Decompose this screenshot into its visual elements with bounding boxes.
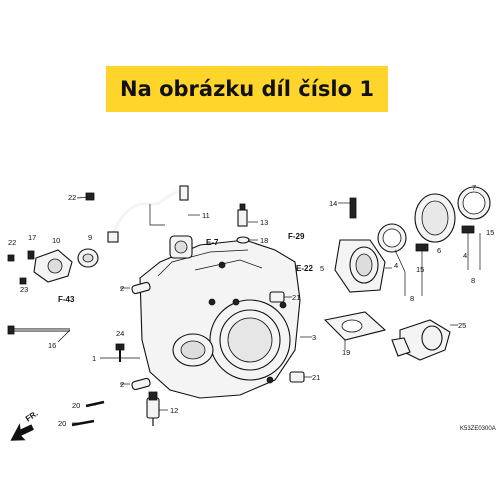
part-label: 4 <box>463 251 467 260</box>
part-label: 21 <box>312 373 320 382</box>
part-label: 8 <box>410 294 414 303</box>
thermostat-assembly <box>7 248 99 285</box>
long-bolt <box>7 325 70 335</box>
part-label: 25 <box>458 321 466 330</box>
spark-plug <box>146 391 160 426</box>
ref-e22: E-22 <box>296 264 313 273</box>
diagram-code: K53ZE0300A <box>460 426 496 432</box>
part-label: 22 <box>8 238 16 247</box>
part-label: 4 <box>394 261 398 270</box>
ref-f43: F-43 <box>58 295 75 304</box>
part-label: 3 <box>312 333 316 342</box>
part-label: 22 <box>68 193 76 202</box>
temperature-sensor <box>236 203 250 244</box>
front-arrow-label: FR. <box>24 409 40 424</box>
part-label: 18 <box>260 236 268 245</box>
part-label: 15 <box>486 228 494 237</box>
part-label: 21 <box>292 293 300 302</box>
dowel-pins <box>131 281 151 391</box>
part-label: 5 <box>320 264 324 273</box>
leader-lines <box>57 196 481 424</box>
part-label: 1 <box>92 354 96 363</box>
part-label: 19 <box>342 348 350 357</box>
part-label: 6 <box>437 246 441 255</box>
part-label: 16 <box>48 341 56 350</box>
component-25 <box>391 319 451 361</box>
part-label: 2 <box>120 284 124 293</box>
intake-insulator <box>334 186 491 293</box>
part-label: 8 <box>471 276 475 285</box>
part-label: 9 <box>88 233 92 242</box>
part-number-banner: Na obrázku díl číslo 1 <box>106 66 388 112</box>
part-label: 23 <box>20 285 28 294</box>
part-labels: 22 11 13 18 14 7 6 15 15 4 4 8 8 22 17 1… <box>8 183 494 428</box>
part-label: 12 <box>170 406 178 415</box>
bolt-22-top <box>85 192 95 201</box>
banner-text: Na obrázku díl číslo 1 <box>120 77 374 101</box>
ref-f29: F-29 <box>288 232 305 241</box>
reference-codes: E-7 F-29 E-22 F-43 <box>58 232 313 304</box>
oil-pipe <box>107 185 189 243</box>
part-label: 14 <box>329 199 337 208</box>
cylinder-head <box>139 235 301 399</box>
part-label: 10 <box>52 236 60 245</box>
part-label: 13 <box>260 218 268 227</box>
part-label: 20 <box>72 401 80 410</box>
ref-e7: E-7 <box>206 238 219 247</box>
part-label: 7 <box>472 183 476 192</box>
gasket <box>323 311 387 341</box>
part-label: 20 <box>58 419 66 428</box>
part-label: 2 <box>120 380 124 389</box>
part-label: 11 <box>202 211 210 220</box>
front-arrow: FR. <box>10 409 40 441</box>
part-label: 15 <box>416 265 424 274</box>
part-label: 17 <box>28 233 36 242</box>
part-label: 24 <box>116 329 124 338</box>
